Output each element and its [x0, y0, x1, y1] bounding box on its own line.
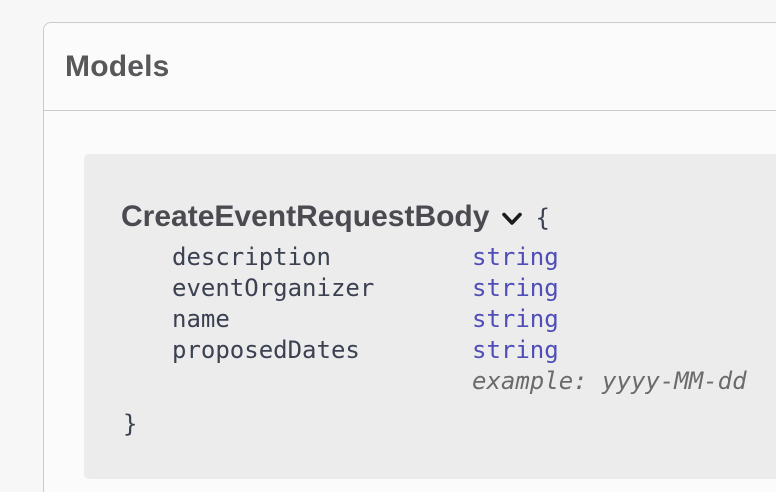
- property-name: name: [172, 305, 230, 333]
- model-toggle[interactable]: CreateEventRequestBody {: [121, 200, 550, 233]
- models-section-header[interactable]: Models: [44, 23, 776, 111]
- property-name: description: [172, 243, 331, 271]
- section-title: Models: [65, 49, 170, 83]
- property-example-spacer: [172, 366, 472, 397]
- property-name: eventOrganizer: [172, 274, 375, 302]
- models-section-card: Models CreateEventRequestBody { descript…: [43, 22, 776, 492]
- table-row: description string: [172, 242, 771, 273]
- chevron-down-icon[interactable]: [501, 212, 523, 226]
- property-type: string: [472, 243, 559, 271]
- property-name: proposedDates: [172, 336, 360, 364]
- table-row: name string: [172, 304, 771, 335]
- property-example-row: example: yyyy-MM-dd: [172, 366, 771, 397]
- table-row: proposedDates string: [172, 335, 771, 366]
- model-properties-table: description string eventOrganizer string…: [172, 242, 771, 397]
- close-brace: }: [123, 410, 138, 438]
- property-example: example: yyyy-MM-dd: [472, 367, 747, 395]
- model-container: CreateEventRequestBody { description str…: [84, 154, 776, 479]
- property-type: string: [472, 274, 559, 302]
- model-title: CreateEventRequestBody: [121, 200, 490, 233]
- table-row: eventOrganizer string: [172, 273, 771, 304]
- open-brace: {: [535, 204, 550, 232]
- property-type: string: [472, 336, 559, 364]
- property-type: string: [472, 305, 559, 333]
